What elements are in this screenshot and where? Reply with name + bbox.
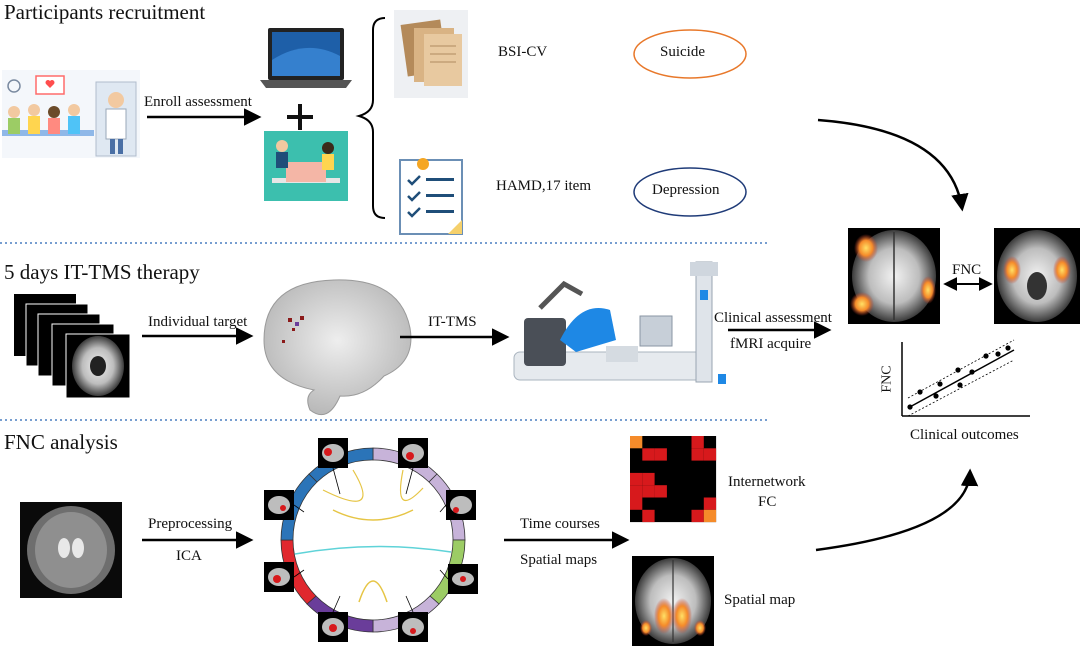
internetwork-label: Internetwork xyxy=(728,474,806,490)
fnc-link-label: FNC xyxy=(952,262,982,278)
bsi-cv-label: BSI-CV xyxy=(498,44,548,60)
glass-brain xyxy=(263,279,412,416)
it-tms-label: IT-TMS xyxy=(428,314,477,330)
depression-ellipse xyxy=(633,167,747,217)
suicide-ellipse xyxy=(633,29,747,79)
scatter-point xyxy=(933,393,939,399)
fc-matrix-cell xyxy=(642,448,655,461)
scatter-point xyxy=(955,367,961,373)
mri-stack xyxy=(14,294,131,399)
fc-matrix-cell xyxy=(642,485,655,498)
scatter-point xyxy=(937,381,943,387)
fnc-brain-right xyxy=(994,228,1080,324)
ica-label: ICA xyxy=(176,548,202,564)
fc-matrix-cell xyxy=(691,436,704,449)
enroll-label: Enroll assessment xyxy=(144,94,252,110)
scatter-point xyxy=(917,389,923,395)
scatter-point xyxy=(969,369,975,375)
heart-icon xyxy=(45,80,55,88)
curve-arrow-top xyxy=(817,118,969,212)
fc-matrix-cell xyxy=(703,509,717,523)
scatter-plot xyxy=(901,339,1030,417)
section-title-fnc: FNC analysis xyxy=(4,430,118,454)
fc-matrix-cell xyxy=(630,436,643,449)
t2-mri-image xyxy=(20,502,122,598)
depression-label: Depression xyxy=(652,182,720,198)
spatial-map-label: Spatial map xyxy=(724,592,796,608)
fc-matrix-cell xyxy=(630,472,643,486)
scatter-point xyxy=(983,353,989,359)
plus-icon xyxy=(287,104,313,130)
fc-matrix-cell xyxy=(691,509,704,523)
fc-matrix-cell xyxy=(703,497,717,510)
curve-arrow-bottom xyxy=(815,468,979,552)
consultation-illustration xyxy=(264,131,348,201)
checklist-icon xyxy=(399,158,463,235)
fnc-brain-left xyxy=(848,228,940,324)
fc-matrix-cell xyxy=(654,485,667,498)
ic-thumbnails xyxy=(264,438,478,642)
fc-matrix-cell xyxy=(654,448,667,461)
fc-matrix-cell xyxy=(691,448,704,461)
scatter-point xyxy=(907,404,913,410)
preprocessing-label: Preprocessing xyxy=(148,516,233,532)
clinical-assessment-label: Clinical assessment xyxy=(714,310,832,326)
fc-matrix-cell xyxy=(703,448,717,461)
clock-icon xyxy=(7,79,21,93)
suicide-label: Suicide xyxy=(660,44,705,60)
section-title-therapy: 5 days IT-TMS therapy xyxy=(4,260,200,284)
individual-target-label: Individual target xyxy=(148,314,248,330)
tms-system-illustration xyxy=(513,261,726,384)
laptop-icon xyxy=(260,28,352,88)
time-courses-label: Time courses xyxy=(520,516,600,532)
fc-matrix-cell xyxy=(642,472,655,486)
brace-bracket xyxy=(355,17,386,219)
scatter-point xyxy=(1005,345,1011,351)
hamd-label: HAMD,17 item xyxy=(496,178,591,194)
spatial-maps-label: Spatial maps xyxy=(520,552,598,568)
scatter-point xyxy=(957,382,963,388)
waiting-room-illustration xyxy=(2,70,140,158)
fc-matrix-cell xyxy=(630,485,643,498)
fc-matrix xyxy=(630,436,717,523)
scatter-point xyxy=(995,351,1001,357)
fmri-acquire-label: fMRI acquire xyxy=(730,336,812,352)
scatter-x-label: Clinical outcomes xyxy=(910,427,1019,443)
fc-label: FC xyxy=(758,494,777,510)
section-title-recruitment: Participants recruitment xyxy=(4,0,206,24)
documents-icon xyxy=(394,10,468,98)
fc-matrix-cell xyxy=(642,509,655,523)
scatter-y-label: FNC xyxy=(879,365,895,393)
fc-matrix-cell xyxy=(630,497,643,510)
spatial-map-brain xyxy=(632,556,714,646)
connectogram-ring xyxy=(280,447,466,633)
